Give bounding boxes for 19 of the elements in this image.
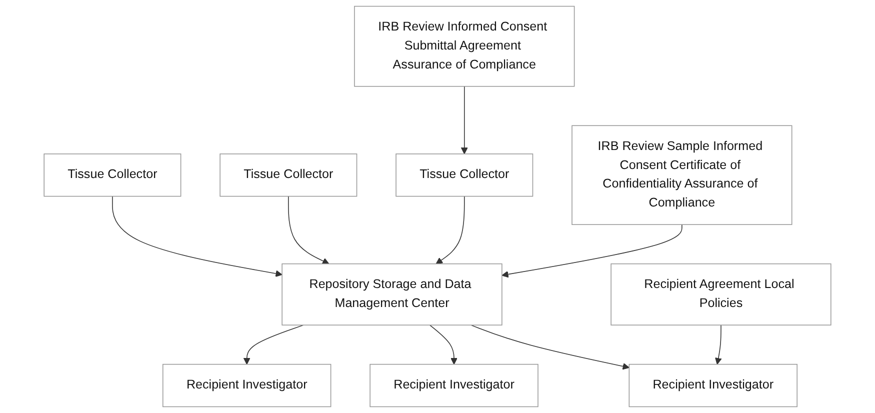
arrow bbox=[112, 196, 282, 277]
node-box: Tissue Collector bbox=[220, 154, 358, 197]
node-box: Repository Storage and Data Management Center bbox=[282, 263, 502, 326]
arrow bbox=[429, 324, 458, 365]
node-box: Recipient Investigator bbox=[628, 364, 798, 408]
arrow bbox=[436, 196, 465, 264]
node-box: Tissue Collector bbox=[396, 154, 534, 197]
arrow bbox=[502, 224, 682, 278]
arrow bbox=[288, 196, 330, 264]
node-box: Recipient Investigator bbox=[162, 364, 332, 408]
arrow bbox=[243, 324, 304, 365]
arrow bbox=[460, 86, 468, 154]
node-box: Recipient Agreement Local Policies bbox=[610, 263, 832, 326]
node-box: Recipient Investigator bbox=[370, 364, 538, 408]
arrow bbox=[715, 324, 722, 365]
arrow bbox=[470, 324, 630, 370]
node-box: IRB Review Sample Informed Consent Certificate of Confidentiality Assurance of Compliance bbox=[572, 125, 792, 225]
node-box: Tissue Collector bbox=[44, 154, 182, 197]
node-box: IRB Review Informed Consent Submittal Agreement Assurance of Compliance bbox=[354, 6, 575, 87]
